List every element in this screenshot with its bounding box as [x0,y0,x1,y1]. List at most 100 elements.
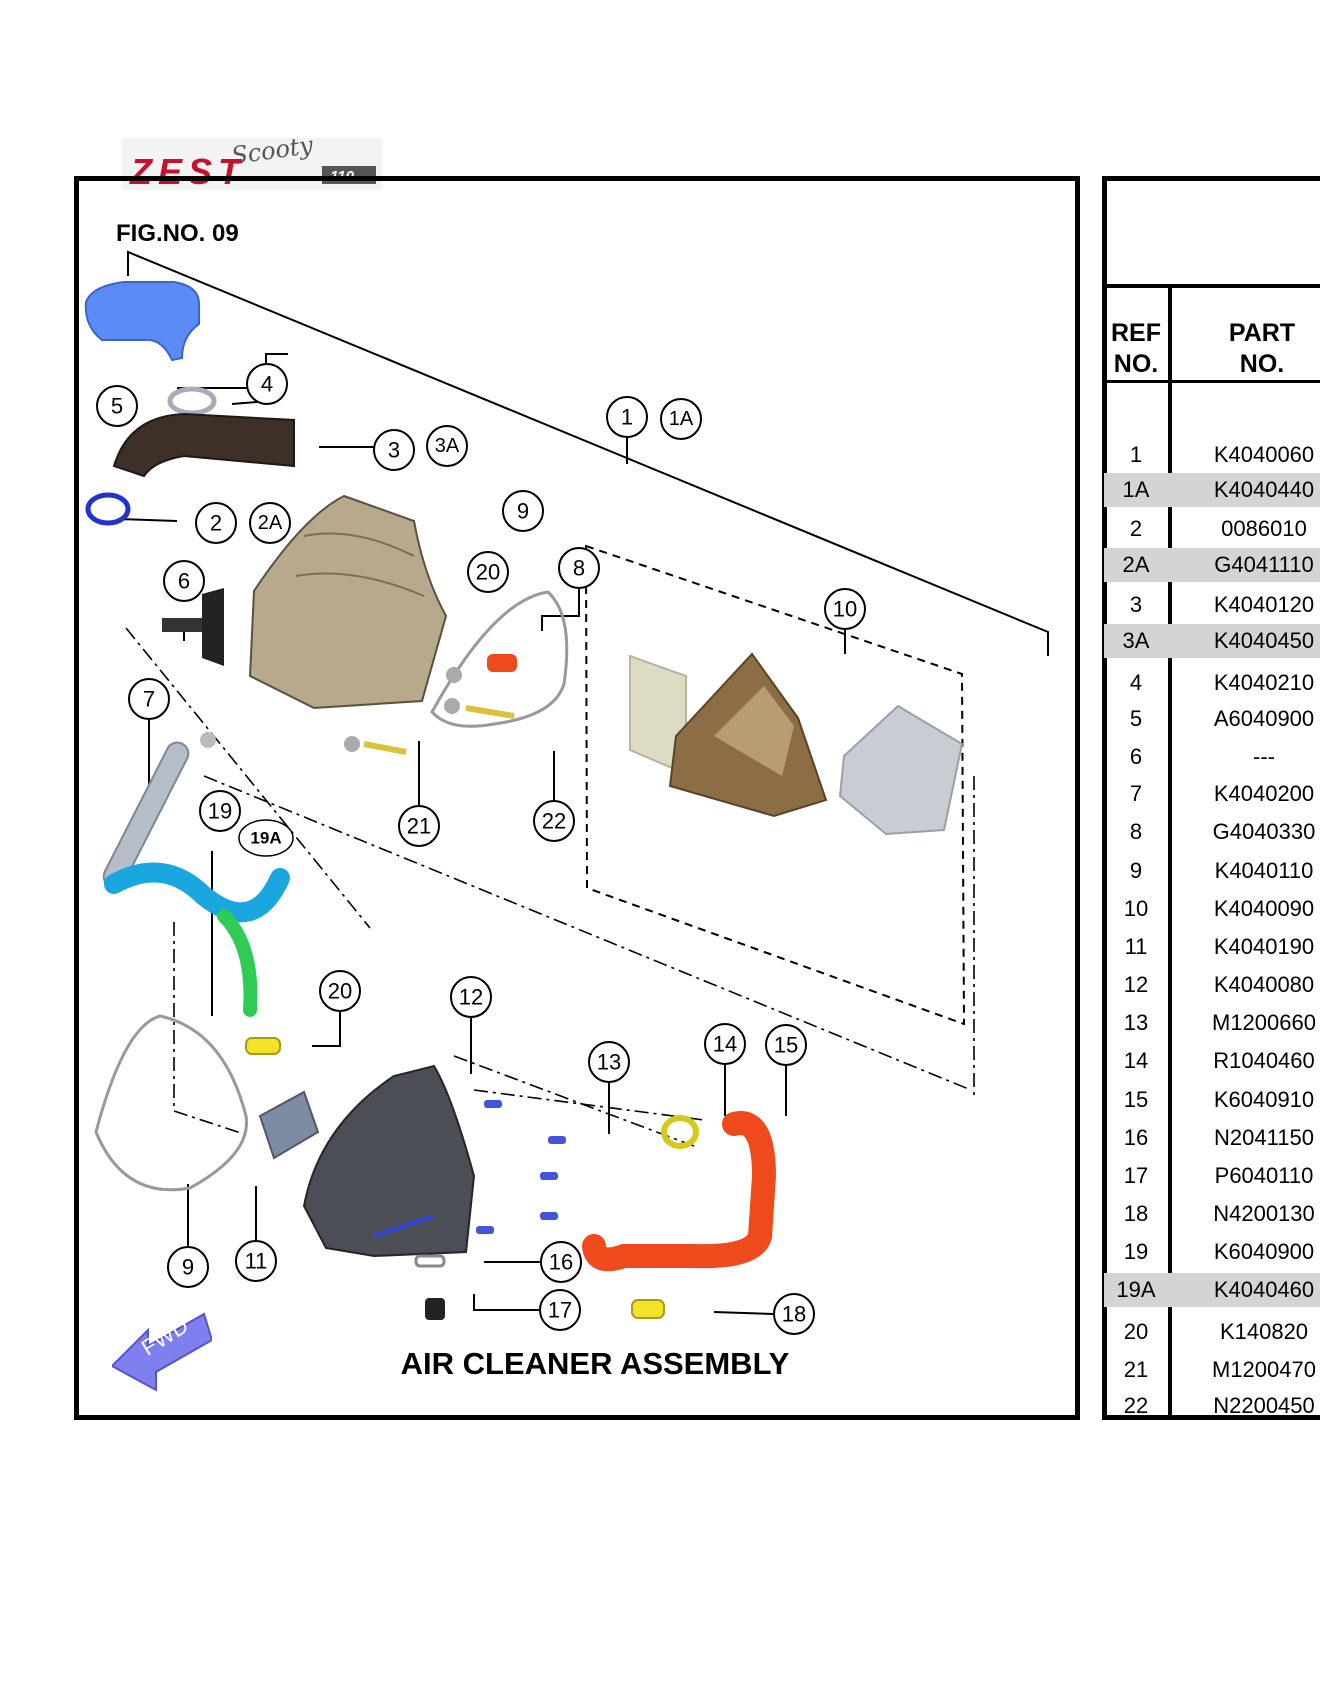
clip-part [661,1115,699,1149]
callout-8: 8 [558,547,600,589]
ref-no-cell: 21 [1123,1357,1149,1382]
svg-text:17: 17 [548,1298,572,1323]
forward-arrow-icon [112,1312,212,1392]
logo-text-main: ZEST [129,151,246,190]
svg-text:9: 9 [182,1255,194,1280]
callout-1: 1 [606,396,648,438]
svg-text:21: 21 [407,814,431,839]
ref-no-cell: 19A [1116,1277,1156,1302]
part-no-cell: K4040120 [1213,592,1315,617]
ref-no-cell: 3 [1129,592,1143,617]
callout-bubbles: 1 1A 2 2A 3 3A 4 5 6 7 8 9 9 10 11 12 13… [96,363,866,1335]
table-row: 4 K4040210 [1104,666,1320,700]
breather-hose-part [104,862,290,1017]
gasket-ring-part-lower [94,1014,249,1192]
air-cleaner-case-part [248,494,448,710]
callout-11: 11 [235,1240,277,1282]
part-no-cell: K4040090 [1213,896,1315,921]
rubber-cap-part [487,654,517,672]
connector-part [258,1090,320,1160]
table-row: 14 R1040460 [1104,1044,1320,1078]
ref-no-cell: 14 [1123,1048,1149,1073]
part-header-line1: PART [1228,319,1296,347]
callout-4: 4 [246,363,288,405]
ref-no-cell: 2A [1122,552,1150,577]
part-no-cell: 0086010 [1221,516,1307,541]
table-row: 19 K6040900 [1104,1235,1320,1269]
part-no-cell: R1040460 [1213,1048,1315,1073]
svg-text:13: 13 [597,1050,621,1075]
band-clamp-part [85,492,131,526]
ref-no-cell: 15 [1123,1087,1149,1112]
svg-text:9: 9 [517,499,529,524]
part-no-header: PART NO. [1172,318,1320,380]
svg-text:14: 14 [713,1032,737,1057]
svg-text:1: 1 [621,405,633,430]
filter-group-box [584,544,966,1026]
part-no-cell: K4040190 [1213,934,1315,959]
part-no-cell: K4040460 [1213,1277,1315,1302]
part-no-cell: K4040210 [1213,670,1315,695]
ref-no-cell: 17 [1123,1163,1149,1188]
part-no-cell: K4040080 [1213,972,1315,997]
callout-22: 22 [533,800,575,842]
grommet-part [425,1298,445,1320]
part-no-cell: K140820 [1219,1319,1309,1344]
ref-no-cell: 19 [1123,1239,1149,1264]
table-row: 21 M1200470 [1104,1353,1320,1387]
part-no-cell: M1200470 [1212,1357,1316,1382]
callout-3: 3 [373,429,415,471]
ref-no-cell: 8 [1129,819,1143,844]
callout-9-lower: 9 [167,1246,209,1288]
centre-lines [125,627,975,1147]
part-no-cell: K4040440 [1213,477,1315,502]
callout-16: 16 [540,1241,582,1283]
part-header-line2: NO. [1239,350,1285,378]
callout-21: 21 [398,805,440,847]
svg-text:7: 7 [143,687,155,712]
svg-text:5: 5 [111,394,123,419]
svg-text:2: 2 [210,511,222,536]
callout-5: 5 [96,385,138,427]
ref-header-line2: NO. [1113,350,1159,378]
ref-header-line1: REF [1111,319,1161,347]
table-row: 19A K4040460 [1104,1273,1320,1307]
part-no-cell: P6040110 [1214,1163,1314,1188]
ref-no-cell: 22 [1123,1393,1149,1418]
figure-number: FIG.NO. 09 [116,220,239,247]
svg-text:12: 12 [459,985,483,1010]
callout-20-upper: 20 [467,551,509,593]
callout-3a: 3A [426,425,468,467]
svg-text:8: 8 [573,556,585,581]
table-row: 15 K6040910 [1104,1083,1320,1117]
ref-no-cell: 5 [1129,706,1143,731]
ref-no-cell: 4 [1129,670,1143,695]
table-row: 17 P6040110 [1104,1159,1320,1193]
ref-no-cell: 13 [1123,1010,1149,1035]
table-header-bottom-rule [1102,380,1320,383]
diagram-frame [74,176,1080,1420]
ref-no-cell: 18 [1123,1201,1149,1226]
part-no-cell: K6040910 [1213,1087,1315,1112]
callout-1a: 1A [660,398,702,440]
callout-9-upper: 9 [502,490,544,532]
svg-text:19A: 19A [250,829,281,848]
ref-no-cell: 12 [1123,972,1149,997]
hose-clip-part [245,1037,281,1055]
ref-no-cell: 3A [1122,628,1150,653]
ref-no-cell: 7 [1129,781,1143,806]
part-no-cell: K6040900 [1213,1239,1315,1264]
svg-text:2A: 2A [258,512,283,534]
svg-text:16: 16 [549,1250,573,1275]
gasket-ring-part [430,590,569,728]
